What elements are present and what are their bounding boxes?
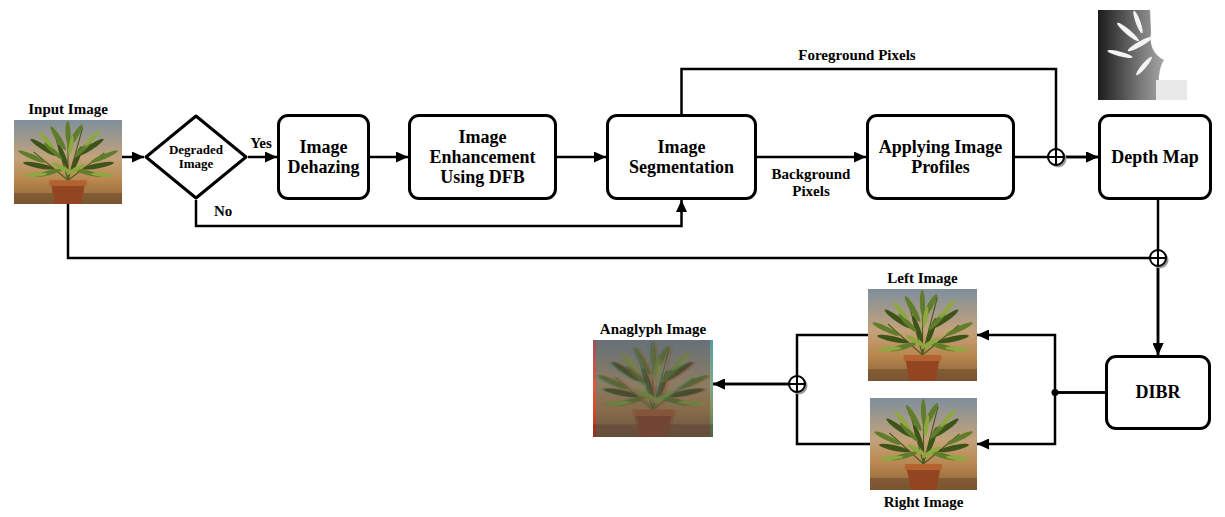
process-box: Image Dehazing <box>277 114 370 200</box>
connector <box>977 335 1105 393</box>
image-title: Left Image <box>887 270 957 287</box>
decision-diamond: Degraded Image <box>144 114 248 200</box>
edge-label: Foreground Pixels <box>796 47 917 64</box>
plant-picture <box>870 398 977 490</box>
connector <box>977 393 1105 445</box>
edge-label: Yes <box>248 135 274 152</box>
connector <box>196 200 682 226</box>
process-box: Depth Map <box>1098 114 1212 200</box>
process-box: Image Segmentation <box>606 114 757 200</box>
box-text: Depth Map <box>1107 147 1203 167</box>
image-title: Input Image <box>28 101 108 118</box>
anaglyph-photo <box>593 340 713 437</box>
box-text: Applying Image Profiles <box>875 137 1006 177</box>
sum-junction <box>1150 250 1169 269</box>
input-image: Input Image <box>14 120 122 204</box>
left-photo <box>868 289 977 381</box>
box-text: DIBR <box>1114 382 1202 402</box>
image-title: Right Image <box>884 494 964 511</box>
connector <box>122 156 144 159</box>
decision-text: Degraded Image <box>164 143 228 172</box>
depth-thumbnail <box>1098 10 1187 100</box>
split-dot <box>1052 389 1059 396</box>
input-photo <box>14 120 122 204</box>
image-title: Anaglyph Image <box>600 321 706 338</box>
process-box: Image Enhancement Using DFB <box>408 114 557 200</box>
right-image: Right Image <box>870 398 977 490</box>
connector <box>713 335 868 384</box>
connector <box>248 156 277 159</box>
anaglyph-image: Anaglyph Image <box>593 340 713 437</box>
cyan-layer <box>596 340 713 437</box>
sum-junction <box>1048 149 1067 168</box>
process-box: DIBR <box>1105 355 1211 430</box>
edge-label: No <box>212 203 234 220</box>
connector <box>757 156 866 159</box>
right-photo <box>870 398 977 490</box>
box-text: Image Segmentation <box>615 137 748 177</box>
connector <box>370 156 408 159</box>
plant-picture <box>14 120 122 204</box>
plant-picture <box>868 289 977 381</box>
box-text: Image Enhancement Using DFB <box>417 127 548 187</box>
box-text: Image Dehazing <box>286 137 361 177</box>
connector <box>68 204 1158 355</box>
connector <box>713 384 870 444</box>
left-image: Left Image <box>868 289 977 381</box>
connector <box>557 156 606 159</box>
process-box: Applying Image Profiles <box>866 114 1015 200</box>
edge-label: Background Pixels <box>759 166 863 200</box>
sum-junction <box>789 376 808 395</box>
